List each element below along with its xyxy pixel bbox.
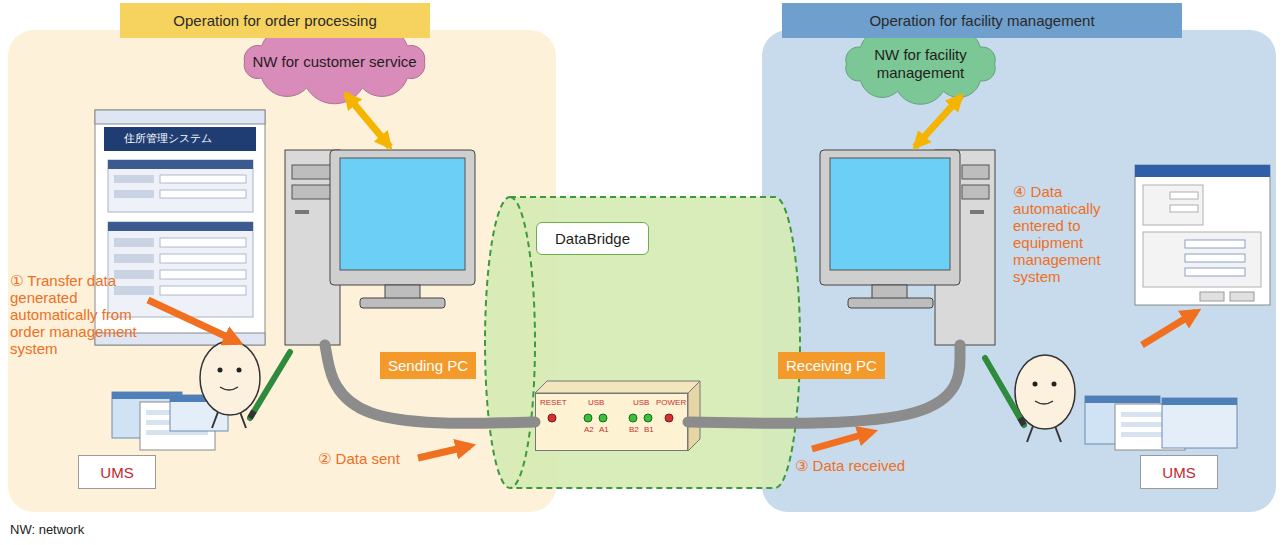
- software-box: UMS: [1140, 455, 1218, 489]
- bridge-region: DataBridgeRESET USB USB POWER A2 A1 B2 B1: [485, 195, 800, 490]
- port-label: POWER: [656, 398, 686, 407]
- software-name: UMS: [1162, 464, 1195, 481]
- section-header: Operation for order processing: [120, 3, 430, 38]
- bridge-device: RESET USB USB POWER A2 A1 B2 B1: [535, 393, 688, 451]
- person-figure: [200, 341, 290, 428]
- cloud-outline: [244, 20, 425, 104]
- section-header: Operation for facility management: [782, 3, 1182, 38]
- step-note: ① Transfer data generated automatically …: [10, 272, 140, 357]
- port-label: A1: [599, 425, 609, 434]
- port-label: RESET: [540, 398, 567, 407]
- cloud-outline: [846, 24, 995, 104]
- port-label: B1: [644, 425, 654, 434]
- network-name: NW for facility management: [856, 46, 986, 82]
- port-label: B2: [629, 425, 639, 434]
- step-note: ③ Data received: [795, 457, 905, 474]
- network-name: NW for customer service: [252, 53, 416, 71]
- software-box: UMS: [78, 455, 156, 489]
- computer-label: Sending PC: [380, 352, 476, 379]
- device-body: [535, 381, 700, 451]
- bridge-name: DataBridge: [536, 222, 649, 255]
- network-link: [346, 94, 390, 147]
- cylinder-rim: [510, 197, 535, 488]
- port-label: USB: [633, 398, 649, 407]
- port-label: A2: [584, 425, 594, 434]
- computer-label: Receiving PC: [778, 352, 885, 379]
- usb-cable: [688, 345, 960, 423]
- usb-cable: [325, 345, 535, 423]
- step-note: ② Data sent: [318, 450, 400, 467]
- computer-figure: [820, 150, 995, 345]
- port-label: USB: [588, 398, 604, 407]
- screen-title: 住所管理システム: [124, 132, 212, 145]
- step-arrow: [148, 300, 1196, 458]
- person-figure: [985, 355, 1075, 442]
- footnote: NW: network: [10, 522, 84, 537]
- screenshot-stack: [1085, 396, 1237, 450]
- network-link: [915, 96, 961, 147]
- software-name: UMS: [100, 464, 133, 481]
- cylinder-outline: [485, 197, 800, 488]
- computer-figure: [285, 150, 475, 345]
- screenshot-window: [1135, 165, 1270, 305]
- step-note: ④ Data automatically entered to equipmen…: [1013, 183, 1138, 285]
